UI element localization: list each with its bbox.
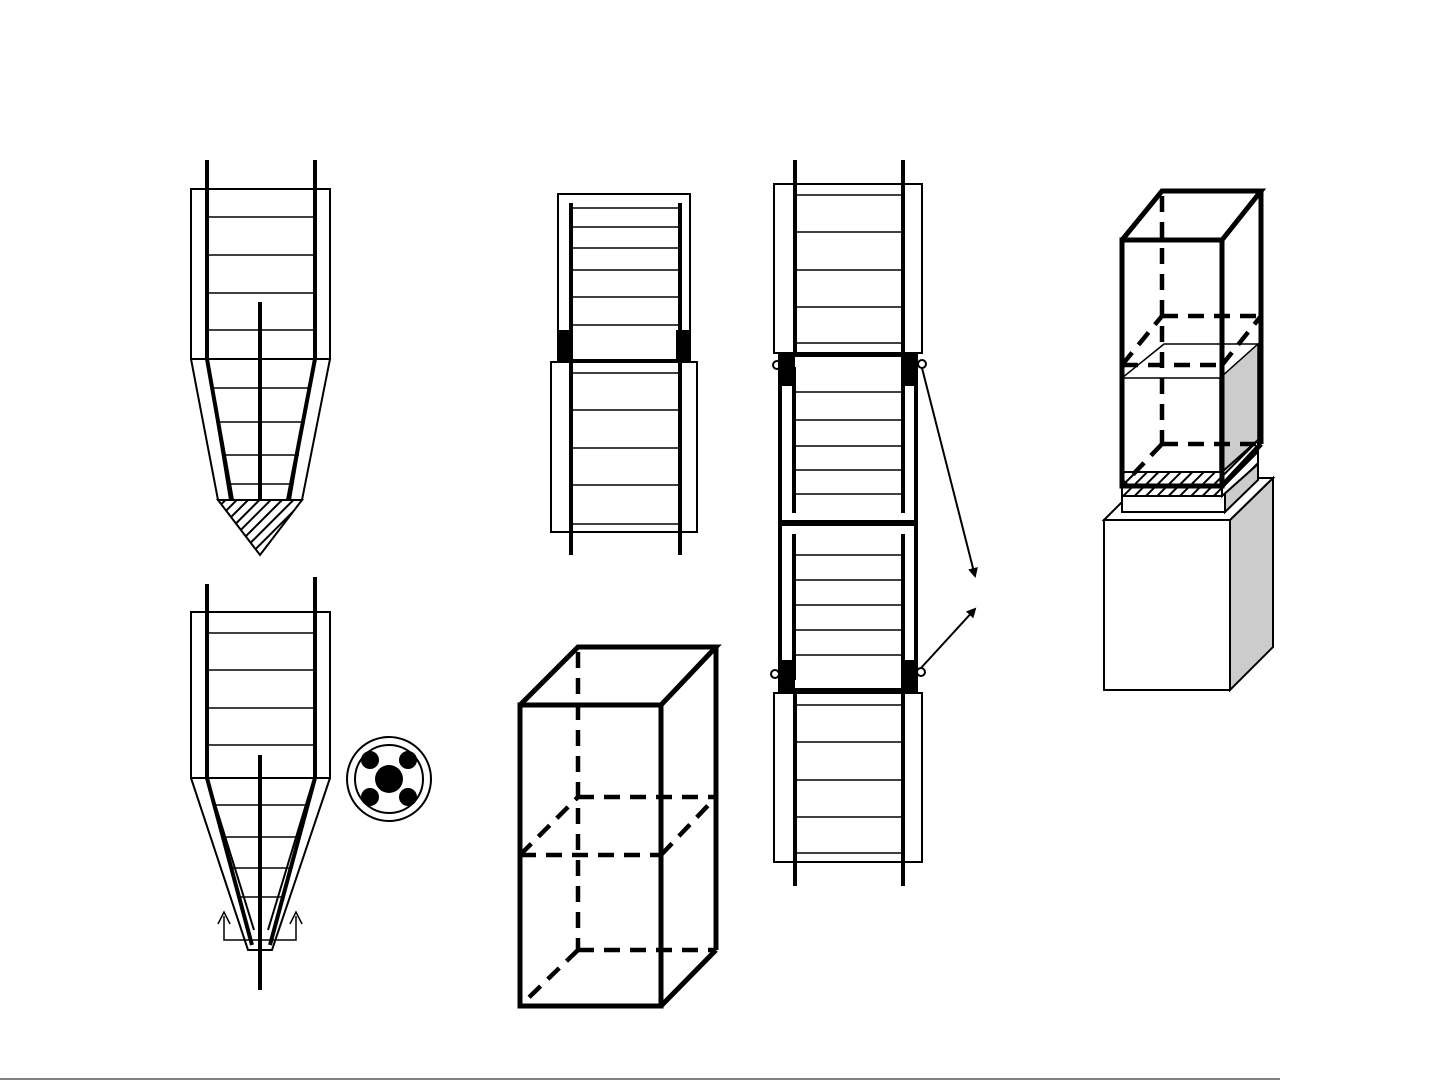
- swing-arrow-lower: [921, 609, 975, 668]
- hinge-block: [779, 356, 795, 386]
- upper-hinged-frame: [780, 355, 916, 522]
- rail-dot: [361, 788, 379, 806]
- base-block-front: [1104, 520, 1230, 690]
- tapered-cage-closed-tip: [191, 160, 330, 555]
- tapered-cage-open-tip: [191, 577, 330, 990]
- hatched-tip: [218, 500, 302, 555]
- left-rail-tapered: [207, 359, 232, 500]
- mid-plane-left: [520, 797, 578, 855]
- rail-dot: [399, 788, 417, 806]
- rail-dot: [399, 751, 417, 769]
- dashed-box: [520, 647, 716, 1006]
- coupler-block-left: [558, 330, 572, 360]
- right-rail-tapered: [288, 359, 315, 500]
- hidden-bottom-left-edge: [520, 950, 578, 1006]
- rungs: [571, 208, 680, 524]
- left-rail-tapered: [207, 778, 252, 945]
- hinge-pin: [771, 670, 779, 678]
- hinge-block: [901, 660, 917, 690]
- coupler-block-right: [676, 330, 690, 360]
- hinge-block: [779, 660, 795, 690]
- hinge-block: [901, 356, 917, 386]
- overlapping-cage-sections: [551, 194, 697, 555]
- lower-hinged-frame: [780, 524, 916, 690]
- upper-casing: [191, 612, 330, 778]
- box-bottom-right-edge: [661, 950, 716, 1006]
- hinge-pin: [918, 360, 926, 368]
- hinged-cage-assembly: [771, 160, 975, 886]
- box-top-face: [1122, 191, 1261, 240]
- center-rod-dot: [375, 765, 403, 793]
- mid-plane-right: [661, 797, 716, 855]
- swing-arrow-upper: [922, 368, 975, 576]
- rail-dot: [361, 751, 379, 769]
- cross-section-circle: [347, 737, 431, 821]
- upper-casing: [558, 194, 690, 360]
- box-top-face: [520, 647, 716, 705]
- hinge-pin: [917, 668, 925, 676]
- box-on-base-block: [1104, 191, 1273, 690]
